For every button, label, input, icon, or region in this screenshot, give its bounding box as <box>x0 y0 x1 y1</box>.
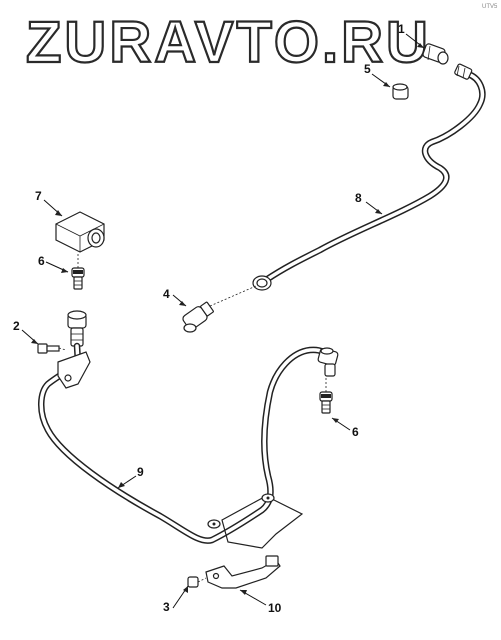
sensor-part-6-lower <box>319 378 333 414</box>
sensor-part-6-upper <box>71 254 85 290</box>
left-mounting-bracket <box>57 351 91 389</box>
callout-leaders <box>21 33 425 609</box>
callout-2: 2 <box>13 319 20 333</box>
upper-fuel-pipe <box>252 63 486 291</box>
lower-pipe-elbow <box>317 347 339 377</box>
callout-6-lower: 6 <box>352 425 359 439</box>
callout-9: 9 <box>137 465 144 479</box>
nut-part-3 <box>187 576 207 588</box>
callout-1: 1 <box>398 22 405 36</box>
watermark-text: ZURAVTO.RU <box>26 10 431 75</box>
callout-6-upper: 6 <box>38 254 45 268</box>
elbow-connector-part-4 <box>182 301 214 333</box>
bracket-part-10 <box>205 555 281 589</box>
nut-part-5 <box>392 83 409 100</box>
upper-pipe-nut <box>454 63 473 80</box>
coupling-part-1 <box>422 43 449 65</box>
alignment-line-4 <box>209 285 257 307</box>
callout-5: 5 <box>364 62 371 76</box>
pipe-clip-upper <box>261 493 275 503</box>
pipe-end-fitting-left <box>67 310 87 347</box>
reference-code: UTV5 <box>482 4 498 10</box>
lower-pipe-nut <box>252 275 272 291</box>
callout-10: 10 <box>268 601 282 615</box>
callout-4: 4 <box>163 287 170 301</box>
pipe-clip-lower <box>207 519 221 529</box>
lower-fuel-pipe <box>38 342 334 544</box>
callout-3: 3 <box>163 600 170 614</box>
sensor-block-part-7 <box>55 211 105 253</box>
callout-7: 7 <box>35 189 42 203</box>
bolt-part-2 <box>37 343 67 354</box>
heat-shield-plate <box>221 495 304 549</box>
callout-8: 8 <box>355 191 362 205</box>
